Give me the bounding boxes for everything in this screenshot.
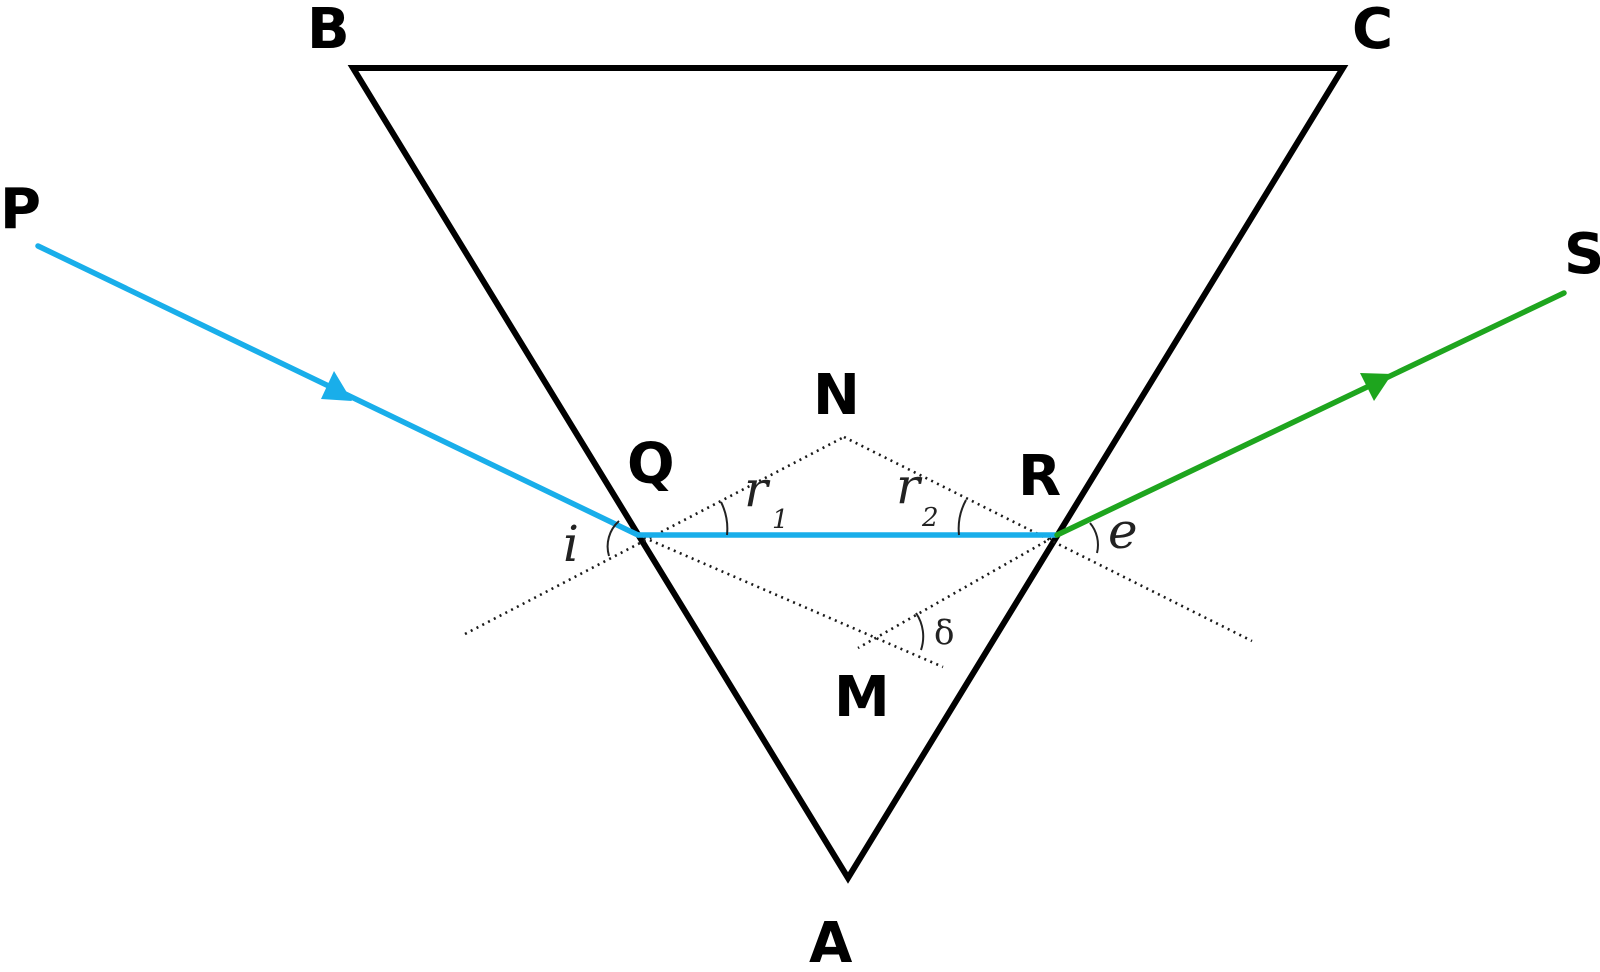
angle-label-e: e <box>1108 502 1138 560</box>
vertex-label-c: C <box>1352 0 1393 62</box>
vertex-label-a: A <box>809 911 853 972</box>
angle-label-r2-sub: 2 <box>921 503 939 533</box>
vertex-label-m: M <box>834 665 890 730</box>
angle-arc-delta <box>915 612 925 651</box>
angle-label-delta: δ <box>934 613 954 653</box>
angle-label-r1-sub: 1 <box>772 505 789 535</box>
extension-line-emergent <box>857 533 1058 650</box>
prism-triangle <box>347 65 1349 884</box>
angle-arc-i <box>606 520 620 557</box>
emergent-arrowhead-icon <box>1360 373 1392 401</box>
angle-arc-r2 <box>957 499 967 536</box>
emergent-ray <box>1054 290 1567 538</box>
angle-arc-r1 <box>720 501 729 536</box>
incident-arrowhead-icon <box>321 371 352 401</box>
vertex-label-p: P <box>0 177 41 242</box>
angle-arc-e <box>1089 522 1099 554</box>
vertex-label-r: R <box>1018 444 1061 509</box>
normal-line-r <box>843 435 1253 643</box>
vertex-label-b: B <box>307 0 350 62</box>
vertex-label-s: S <box>1564 222 1600 287</box>
vertex-label-q: Q <box>627 432 675 497</box>
angle-label-r2: r <box>896 457 923 515</box>
extension-line-incident <box>637 533 944 669</box>
angle-label-r1: r <box>744 460 771 518</box>
angle-label-i: i <box>563 515 579 573</box>
vertex-label-n: N <box>813 363 860 428</box>
